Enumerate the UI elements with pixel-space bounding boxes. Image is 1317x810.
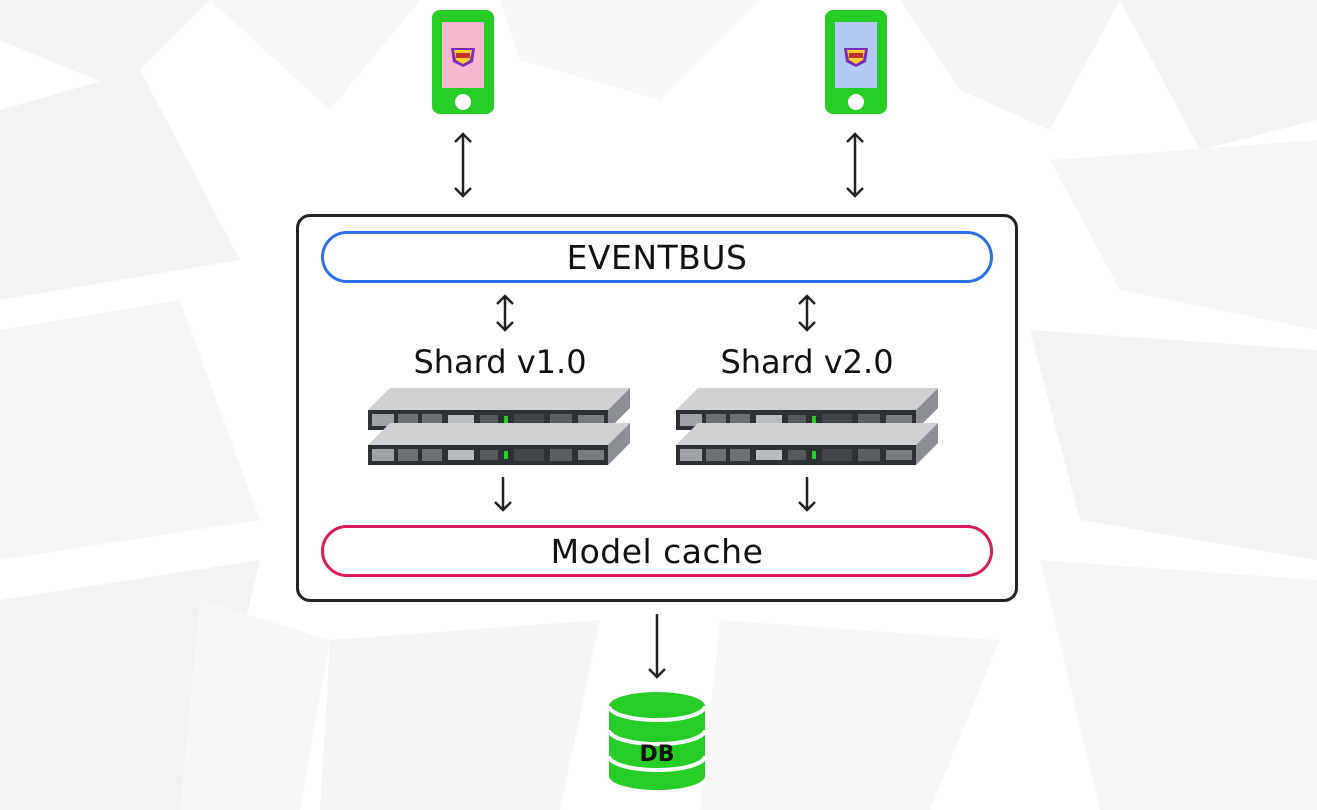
eventbus-box: EVENTBUS bbox=[321, 231, 993, 283]
shard-v1-title: Shard v1.0 bbox=[413, 343, 587, 381]
database-icon bbox=[607, 692, 707, 790]
eventbus-label: EVENTBUS bbox=[566, 237, 748, 277]
phone2-arrow bbox=[846, 132, 864, 198]
shard2-cache-arrow bbox=[798, 477, 816, 512]
model-cache-label: Model cache bbox=[550, 531, 764, 571]
db-label: DB bbox=[639, 742, 675, 767]
phone-1 bbox=[432, 10, 494, 114]
home-button bbox=[455, 94, 471, 110]
eventbus-shard2-arrow bbox=[798, 294, 816, 332]
eventbus-shard1-arrow bbox=[496, 294, 514, 332]
shard-v2-servers bbox=[676, 388, 938, 465]
home-button bbox=[848, 94, 864, 110]
shard-v1-servers bbox=[368, 388, 630, 465]
shard-v2-title: Shard v2.0 bbox=[720, 343, 894, 381]
phone-2 bbox=[825, 10, 887, 114]
phone-screen bbox=[442, 22, 484, 88]
royale-app-icon bbox=[844, 48, 868, 67]
cache-db-arrow bbox=[648, 614, 666, 679]
phone1-arrow bbox=[454, 132, 472, 198]
shard1-cache-arrow bbox=[494, 477, 512, 512]
model-cache-box: Model cache bbox=[321, 525, 993, 577]
royale-app-icon bbox=[451, 48, 475, 67]
phone-screen bbox=[835, 22, 877, 88]
